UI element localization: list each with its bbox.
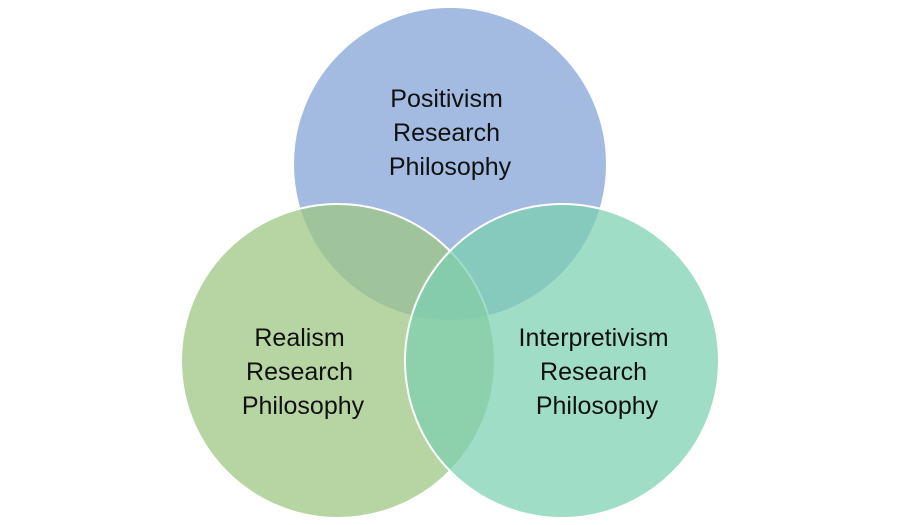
positivism-label: Positivism Research Philosophy (389, 85, 512, 181)
realism-label-line-3: Philosophy (242, 392, 365, 420)
interpretivism-label: Interpretivism Research Philosophy (519, 324, 676, 420)
interpretivism-label-line-2: Research (540, 358, 647, 386)
realism-label-line-2: Research (246, 358, 353, 386)
positivism-label-line-2: Research (393, 119, 500, 147)
positivism-label-line-3: Philosophy (389, 153, 512, 181)
interpretivism-circle (404, 203, 720, 519)
interpretivism-label-line-1: Interpretivism (519, 324, 669, 352)
realism-label: Realism Research Philosophy (242, 324, 365, 420)
interpretivism-label-line-3: Philosophy (536, 392, 659, 420)
realism-label-line-1: Realism (254, 324, 344, 352)
positivism-label-line-1: Positivism (390, 85, 503, 113)
